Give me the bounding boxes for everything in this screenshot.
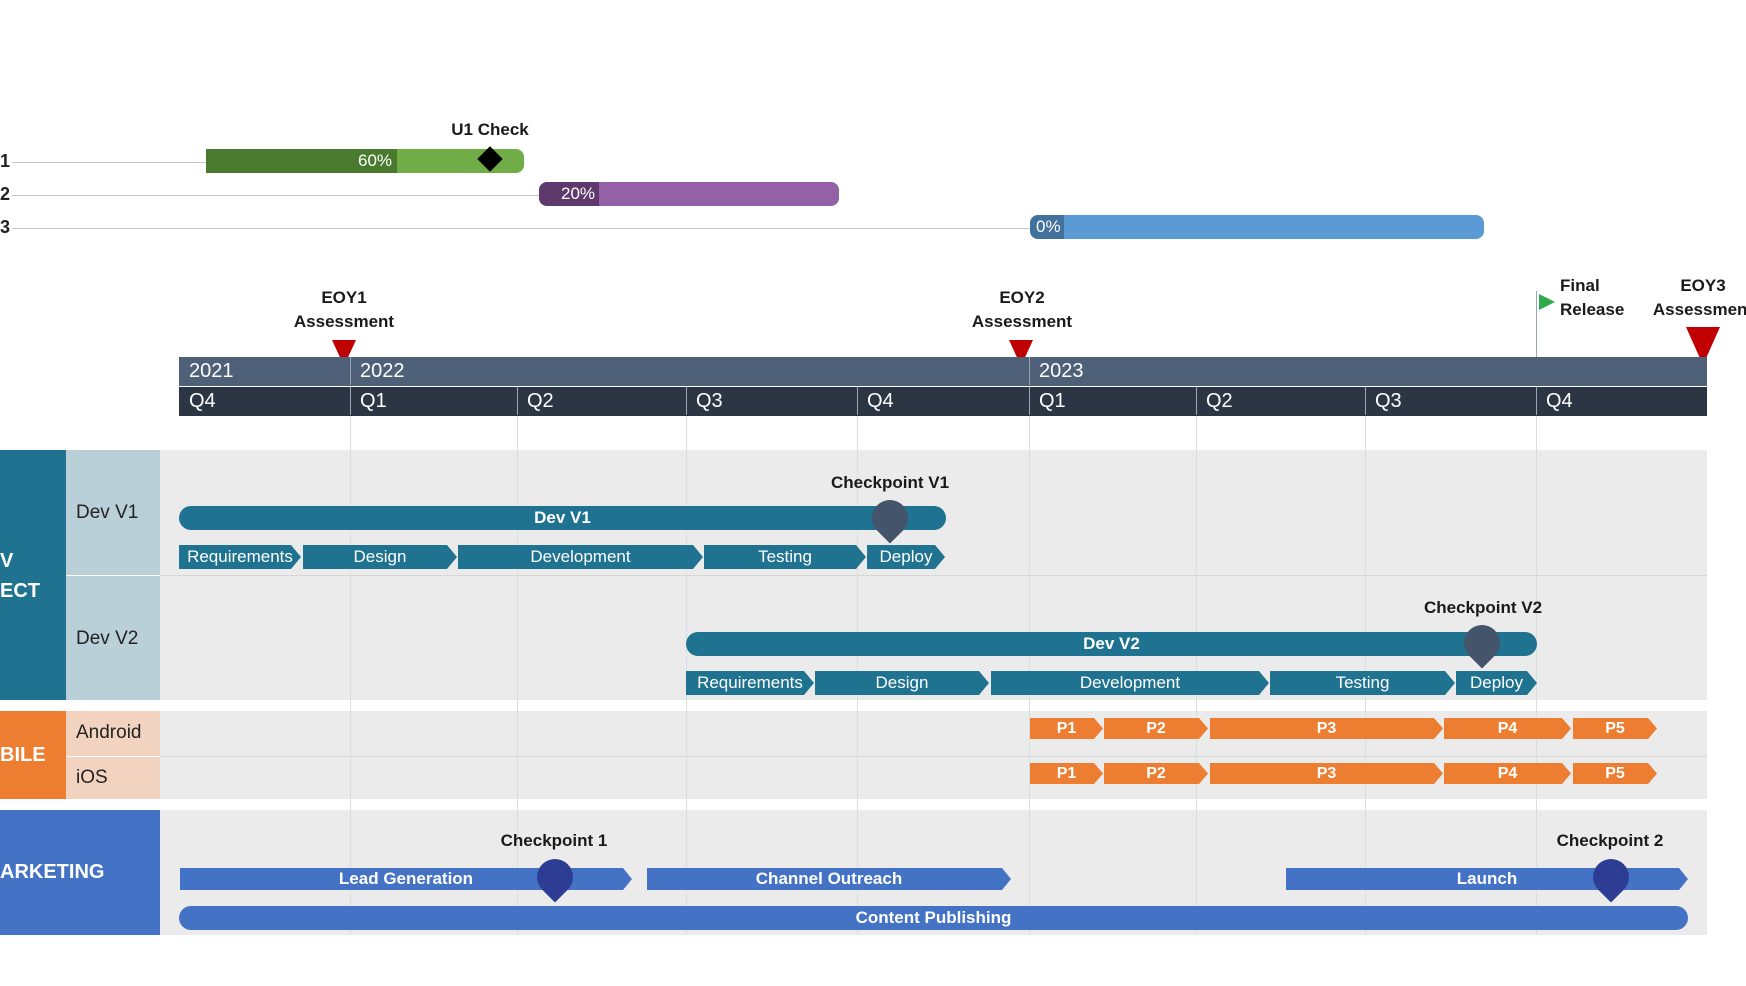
gridline	[1536, 416, 1537, 935]
u1-check-label: U1 Check	[451, 120, 529, 139]
dev-v1-label: Dev V1	[76, 502, 139, 523]
year-2022: 2022	[360, 360, 405, 382]
phase-deploy[interactable]: Deploy	[1456, 671, 1537, 695]
lane-divider	[160, 756, 1707, 757]
quarter-label: Q4	[1546, 390, 1573, 412]
progress-fill	[206, 149, 397, 173]
row-label: 2	[0, 184, 11, 204]
final-release-label: Final Release	[1560, 276, 1625, 319]
dev-v2-header: Dev V2	[66, 576, 160, 700]
progress-label: 20%	[561, 184, 596, 203]
mobile-lane-title: BILE	[0, 744, 46, 766]
flag-pole	[1536, 291, 1537, 359]
ios-phase-p3[interactable]: P3	[1210, 763, 1443, 784]
phase-development[interactable]: Development	[458, 545, 703, 569]
android-phase-p4[interactable]: P4	[1444, 718, 1571, 739]
progress-label: 0%	[1036, 217, 1061, 236]
quarter-label: Q3	[1375, 390, 1402, 412]
quarter-label: Q2	[527, 390, 554, 412]
phase-development[interactable]: Development	[991, 671, 1269, 695]
quarter-label: Q1	[1039, 390, 1066, 412]
ios-phase-p4[interactable]: P4	[1444, 763, 1571, 784]
phase-testing[interactable]: Testing	[1270, 671, 1455, 695]
task-bar-1[interactable]: 60%	[206, 149, 524, 173]
lead-generation-bar[interactable]: Lead Generation	[180, 868, 632, 890]
quarter-label: Q1	[360, 390, 387, 412]
leader-line	[12, 195, 540, 196]
launch-bar[interactable]: Launch	[1286, 868, 1688, 890]
progress-fill	[1030, 215, 1064, 239]
dev-v1-header: Dev V1	[66, 450, 160, 575]
dev-v2-bar[interactable]: Dev V2	[686, 632, 1537, 656]
year-divider	[1029, 357, 1030, 385]
quarter-label: Q3	[696, 390, 723, 412]
android-phase-p1[interactable]: P1	[1030, 718, 1103, 739]
mobile-lane-header: BILE	[0, 711, 66, 799]
phase-requirements[interactable]: Requirements	[179, 545, 301, 569]
marketing-lane-header: ARKETING	[0, 810, 160, 935]
checkpoint-2-label: Checkpoint 2	[1556, 831, 1664, 850]
android-label: Android	[76, 722, 142, 743]
android-phase-p3[interactable]: P3	[1210, 718, 1443, 739]
checkpoint-1-label: Checkpoint 1	[500, 831, 608, 850]
quarter-divider	[1536, 387, 1537, 415]
dev-lane-title: V ECT	[0, 550, 40, 602]
quarter-divider	[1196, 387, 1197, 415]
checkpoint-v1-label: Checkpoint V1	[830, 473, 950, 492]
year-divider	[350, 357, 351, 385]
android-phase-p2[interactable]: P2	[1104, 718, 1208, 739]
dev-lane-header: V ECT	[0, 450, 66, 700]
quarter-divider	[857, 387, 858, 415]
quarter-divider	[1365, 387, 1366, 415]
quarter-label: Q4	[867, 390, 894, 412]
dev-v1-bar[interactable]: Dev V1	[179, 506, 946, 530]
phase-design[interactable]: Design	[815, 671, 989, 695]
quarter-label: Q2	[1206, 390, 1233, 412]
android-phase-p5[interactable]: P5	[1573, 718, 1657, 739]
quarter-divider	[517, 387, 518, 415]
progress-fill	[539, 182, 599, 206]
year-2021: 2021	[189, 360, 234, 382]
task-bar-2[interactable]: 20%	[539, 182, 839, 206]
phase-design[interactable]: Design	[303, 545, 457, 569]
quarter-label: Q4	[189, 390, 216, 412]
eoy1-label: EOY1 Assessment	[293, 288, 395, 331]
gridline	[517, 416, 518, 935]
dev-v2-label: Dev V2	[76, 628, 139, 649]
quarter-divider	[1029, 387, 1030, 415]
year-band: 2021 2022 2023	[179, 357, 1707, 386]
quarter-band: Q4 Q1 Q2 Q3 Q4 Q1 Q2 Q3 Q4	[179, 387, 1707, 416]
eoy2-label: EOY2 Assessment	[971, 288, 1073, 331]
ios-header: iOS	[66, 757, 160, 799]
phase-deploy[interactable]: Deploy	[867, 545, 945, 569]
row-label: 1	[0, 151, 11, 171]
quarter-divider	[686, 387, 687, 415]
ios-phase-p5[interactable]: P5	[1573, 763, 1657, 784]
leader-line	[12, 162, 207, 163]
year-2023: 2023	[1039, 360, 1084, 382]
ios-label: iOS	[76, 767, 108, 788]
phase-requirements[interactable]: Requirements	[686, 671, 814, 695]
lane-divider	[160, 575, 1707, 576]
flag-icon[interactable]	[1539, 294, 1555, 310]
android-header: Android	[66, 711, 160, 756]
ios-phase-p2[interactable]: P2	[1104, 763, 1208, 784]
phase-testing[interactable]: Testing	[704, 545, 866, 569]
marketing-lane-title: ARKETING	[0, 861, 105, 883]
quarter-divider	[350, 387, 351, 415]
ios-phase-p1[interactable]: P1	[1030, 763, 1103, 784]
leader-line	[12, 228, 1032, 229]
eoy3-label: EOY3 Assessment	[1652, 276, 1746, 319]
content-publishing-bar[interactable]: Content Publishing	[179, 906, 1688, 930]
progress-label: 60%	[358, 151, 393, 170]
channel-outreach-bar[interactable]: Channel Outreach	[647, 868, 1011, 890]
row-label: 3	[0, 217, 11, 237]
gridline	[350, 416, 351, 935]
checkpoint-v2-label: Checkpoint V2	[1423, 598, 1543, 617]
task-bar-3[interactable]: 0%	[1030, 215, 1484, 239]
